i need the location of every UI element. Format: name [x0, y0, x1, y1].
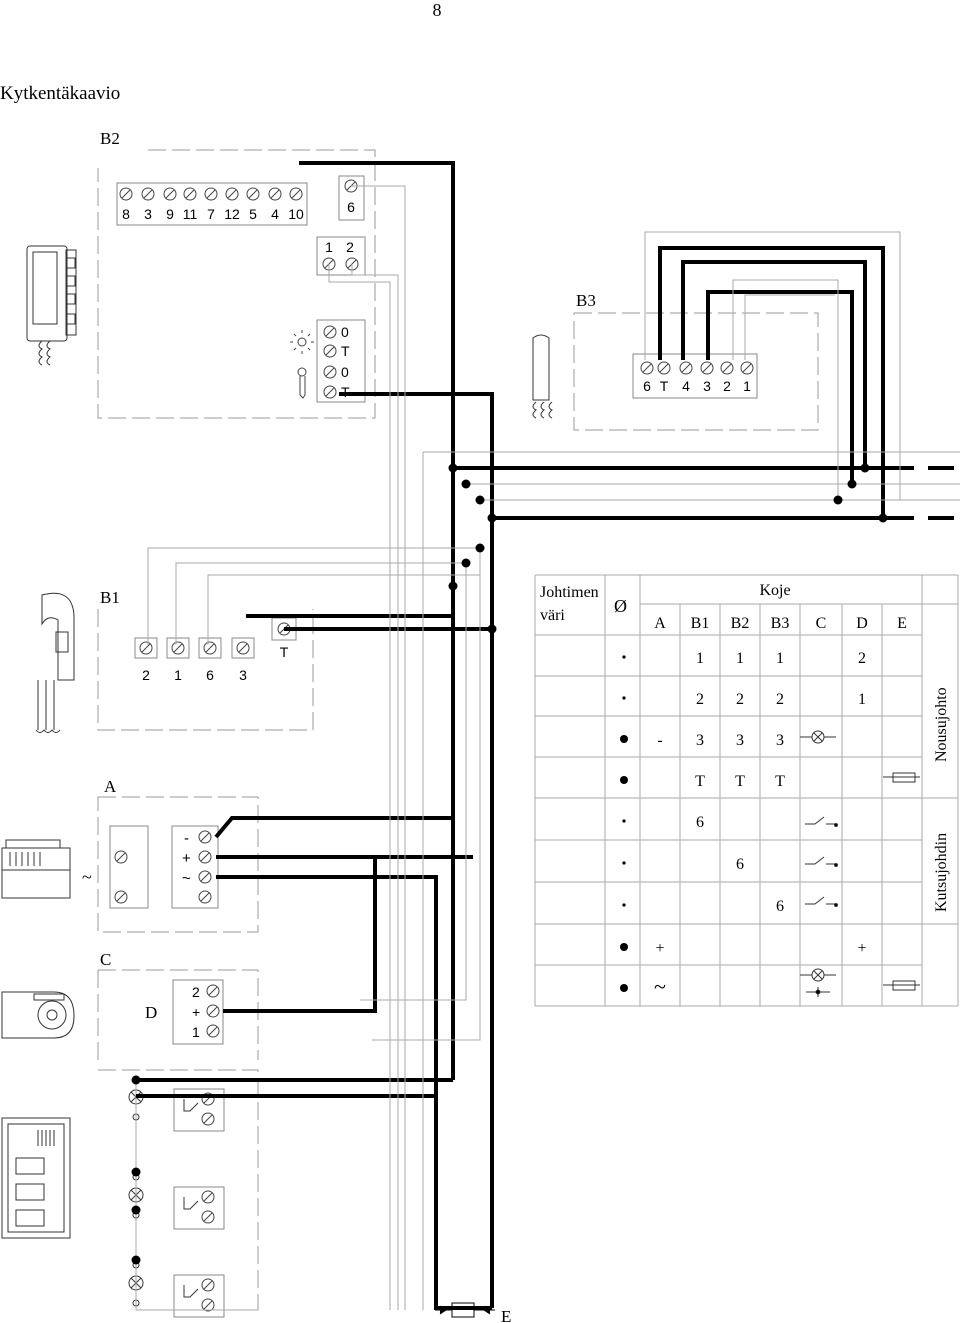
b3-terminal-label: 2 — [723, 378, 731, 394]
b2-terminal-label: 11 — [183, 206, 198, 222]
table-cell: T — [735, 773, 745, 790]
table-column-header: B1 — [691, 615, 710, 632]
b2-terminal-label: 12 — [224, 206, 240, 222]
table-cell: 6 — [776, 898, 784, 915]
table-column-header: E — [897, 615, 907, 632]
b2-terminal-label: 9 — [166, 206, 174, 222]
call-button-icon — [173, 1274, 225, 1318]
b2-terminal-6-label: 6 — [347, 199, 355, 215]
table-header-diameter: Ø — [614, 596, 627, 616]
b2-lamp-0: 0 — [341, 324, 349, 340]
b1-terminal-t: T — [280, 644, 289, 660]
table-header-vari: väri — [540, 607, 565, 624]
intercom-handset-icon — [26, 245, 77, 366]
table-cell: 2 — [858, 650, 866, 667]
side-label-kutsujohdin: Kutsujohdin — [933, 833, 950, 912]
a-term-minus: - — [184, 830, 189, 847]
b2-terminal-label: 7 — [207, 206, 215, 222]
d-term-plus: + — [192, 1004, 200, 1020]
b3-terminal-label: T — [660, 378, 669, 394]
table-cell: 1 — [858, 691, 866, 708]
b3-terminal-label: 4 — [682, 378, 690, 394]
connection-table: Johtimen väri Ø Koje A B1 B2 B3 C D E 1 1 1 2 2 2 2 1… — [534, 574, 959, 1007]
b1-terminal-label: 1 — [174, 667, 182, 683]
door-station-c-icon — [1, 991, 75, 1039]
b2-terminal-label: 4 — [271, 206, 279, 222]
page-number: 8 — [433, 0, 442, 20]
block-e-label: E — [501, 1307, 511, 1323]
table-symbols — [800, 730, 920, 997]
table-cell: 1 — [696, 650, 704, 667]
power-supply-icon — [1, 839, 71, 899]
side-label-nousujohto: Nousujohto — [933, 687, 950, 762]
table-column-header: A — [654, 615, 666, 632]
table-header-koje: Koje — [759, 582, 790, 599]
table-cell: - — [657, 732, 662, 749]
key-icon — [297, 367, 307, 399]
table-cell: + — [655, 940, 664, 957]
a-term-plus: + — [182, 850, 191, 867]
panel-enclosure — [98, 1069, 259, 1310]
b2-terminal-label: 5 — [249, 206, 257, 222]
table-column-header: C — [816, 615, 827, 632]
table-column-header: D — [856, 615, 868, 632]
block-c-label: C — [100, 950, 111, 969]
b2-lamp-t: T — [341, 343, 350, 359]
block-b3-label: B3 — [576, 291, 596, 310]
table-cell: 3 — [776, 732, 784, 749]
call-button-icon — [173, 1186, 225, 1230]
table-cell: + — [857, 940, 866, 957]
table-cell: 6 — [696, 814, 704, 831]
table-cell: 6 — [736, 856, 744, 873]
b3-terminal-label: 1 — [743, 378, 751, 394]
wire-junctions — [131, 463, 888, 1265]
b1-terminal-label: 6 — [206, 667, 214, 683]
table-cell: 3 — [736, 732, 744, 749]
a-ac-symbol: ~ — [82, 867, 92, 887]
block-d-label: D — [145, 1003, 157, 1022]
table-cell: 2 — [736, 691, 744, 708]
block-a-label: A — [104, 777, 117, 796]
fuse-e-icon — [435, 1302, 495, 1318]
b2-enclosure — [97, 149, 376, 419]
table-cell: T — [695, 773, 705, 790]
b1-enclosure — [97, 609, 314, 731]
b3-enclosure — [573, 312, 819, 431]
a-enclosure — [97, 796, 259, 933]
b2-terminal-label: 8 — [122, 206, 130, 222]
table-cell: 3 — [696, 732, 704, 749]
b2-terminal-2-label: 2 — [346, 239, 354, 255]
b1-terminal-label: 3 — [239, 667, 247, 683]
d-term-2: 2 — [192, 984, 200, 1000]
b1-terminal-label: 2 — [142, 667, 150, 683]
thin-wires — [147, 185, 960, 1310]
d-term-1: 1 — [192, 1024, 200, 1040]
b3-terminal-label: 3 — [703, 378, 711, 394]
b2-terminal-1-label: 1 — [325, 239, 333, 255]
table-cell: 1 — [736, 650, 744, 667]
table-column-header: B2 — [731, 615, 750, 632]
table-cell: 2 — [696, 691, 704, 708]
b2-key-0: 0 — [341, 364, 349, 380]
b2-terminal-label: 3 — [144, 206, 152, 222]
handset-b1-icon — [35, 592, 75, 733]
table-cell: ~ — [654, 974, 666, 999]
table-column-header: B3 — [771, 615, 790, 632]
block-b1-label: B1 — [100, 588, 120, 607]
b2-terminal-label: 10 — [288, 206, 304, 222]
table-cell: 1 — [776, 650, 784, 667]
door-panel-icon — [1, 1117, 71, 1239]
lamp-icon — [290, 330, 314, 354]
c-enclosure — [97, 969, 259, 1060]
handset-b3-icon — [532, 334, 553, 419]
table-cell: T — [775, 773, 785, 790]
thick-wires — [136, 161, 960, 1310]
page-title: Kytkentäkaavio — [0, 83, 120, 104]
a-term-ac: ~ — [182, 870, 191, 887]
b3-terminal-label: 6 — [643, 378, 651, 394]
block-b2-label: B2 — [100, 129, 120, 148]
table-header-johtimen: Johtimen — [540, 584, 599, 601]
table-cell: 2 — [776, 691, 784, 708]
